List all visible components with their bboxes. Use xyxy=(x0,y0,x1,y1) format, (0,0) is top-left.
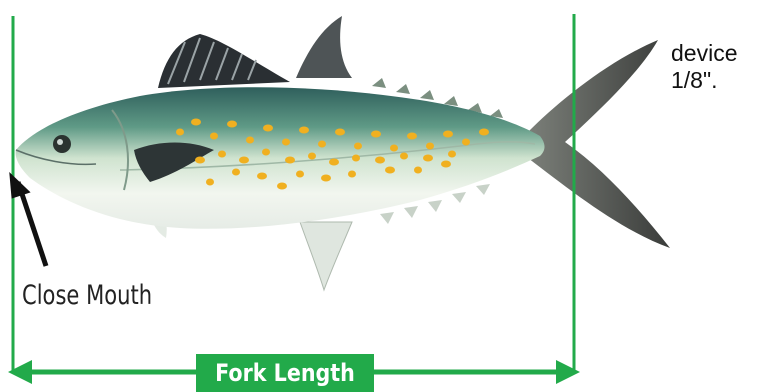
yellow-spot xyxy=(308,153,316,160)
yellow-spot xyxy=(407,133,417,140)
dorsal-fin-spiny xyxy=(158,34,290,88)
yellow-spot xyxy=(263,125,273,132)
yellow-spot xyxy=(195,157,205,164)
yellow-spot xyxy=(191,119,201,126)
tail-fin xyxy=(528,40,670,248)
yellow-spot xyxy=(371,131,381,138)
yellow-spot xyxy=(262,149,270,156)
anal-fin xyxy=(300,222,352,290)
yellow-spot xyxy=(246,137,254,144)
fish-body xyxy=(16,87,545,228)
yellow-spot xyxy=(441,161,451,168)
yellow-spot xyxy=(354,143,362,150)
yellow-spot xyxy=(414,167,422,174)
yellow-spot xyxy=(277,183,287,190)
yellow-spot xyxy=(206,179,214,186)
close-mouth-label: Close Mouth xyxy=(22,280,152,311)
yellow-spot xyxy=(390,145,398,152)
yellow-spot xyxy=(385,167,395,174)
yellow-spot xyxy=(462,139,470,146)
yellow-spot xyxy=(321,175,331,182)
yellow-spot xyxy=(218,151,226,158)
yellow-spot xyxy=(296,171,304,178)
dorsal-fin-soft xyxy=(296,16,352,78)
yellow-spot xyxy=(227,121,237,128)
fork-length-label: Fork Length xyxy=(208,354,361,392)
yellow-spot xyxy=(352,155,360,162)
yellow-spot xyxy=(210,133,218,140)
yellow-spot xyxy=(400,153,408,160)
yellow-spot xyxy=(318,141,326,148)
side-note-line-2: 1/8". xyxy=(671,67,737,94)
yellow-spot xyxy=(479,129,489,136)
side-note-line-1: device xyxy=(671,40,737,67)
yellow-spot xyxy=(329,159,339,166)
yellow-spot xyxy=(176,129,184,136)
yellow-spot xyxy=(448,151,456,158)
side-note: device 1/8". xyxy=(671,40,737,94)
yellow-spot xyxy=(232,169,240,176)
yellow-spot xyxy=(282,139,290,146)
fish-eye xyxy=(53,135,71,153)
yellow-spot xyxy=(423,155,433,162)
yellow-spot xyxy=(443,131,453,138)
yellow-spot xyxy=(375,157,385,164)
yellow-spot xyxy=(285,157,295,164)
yellow-spot xyxy=(348,171,356,178)
yellow-spot xyxy=(299,127,309,134)
yellow-spot xyxy=(239,157,249,164)
yellow-spot xyxy=(426,143,434,150)
yellow-spot xyxy=(257,173,267,180)
yellow-spot xyxy=(335,129,345,136)
